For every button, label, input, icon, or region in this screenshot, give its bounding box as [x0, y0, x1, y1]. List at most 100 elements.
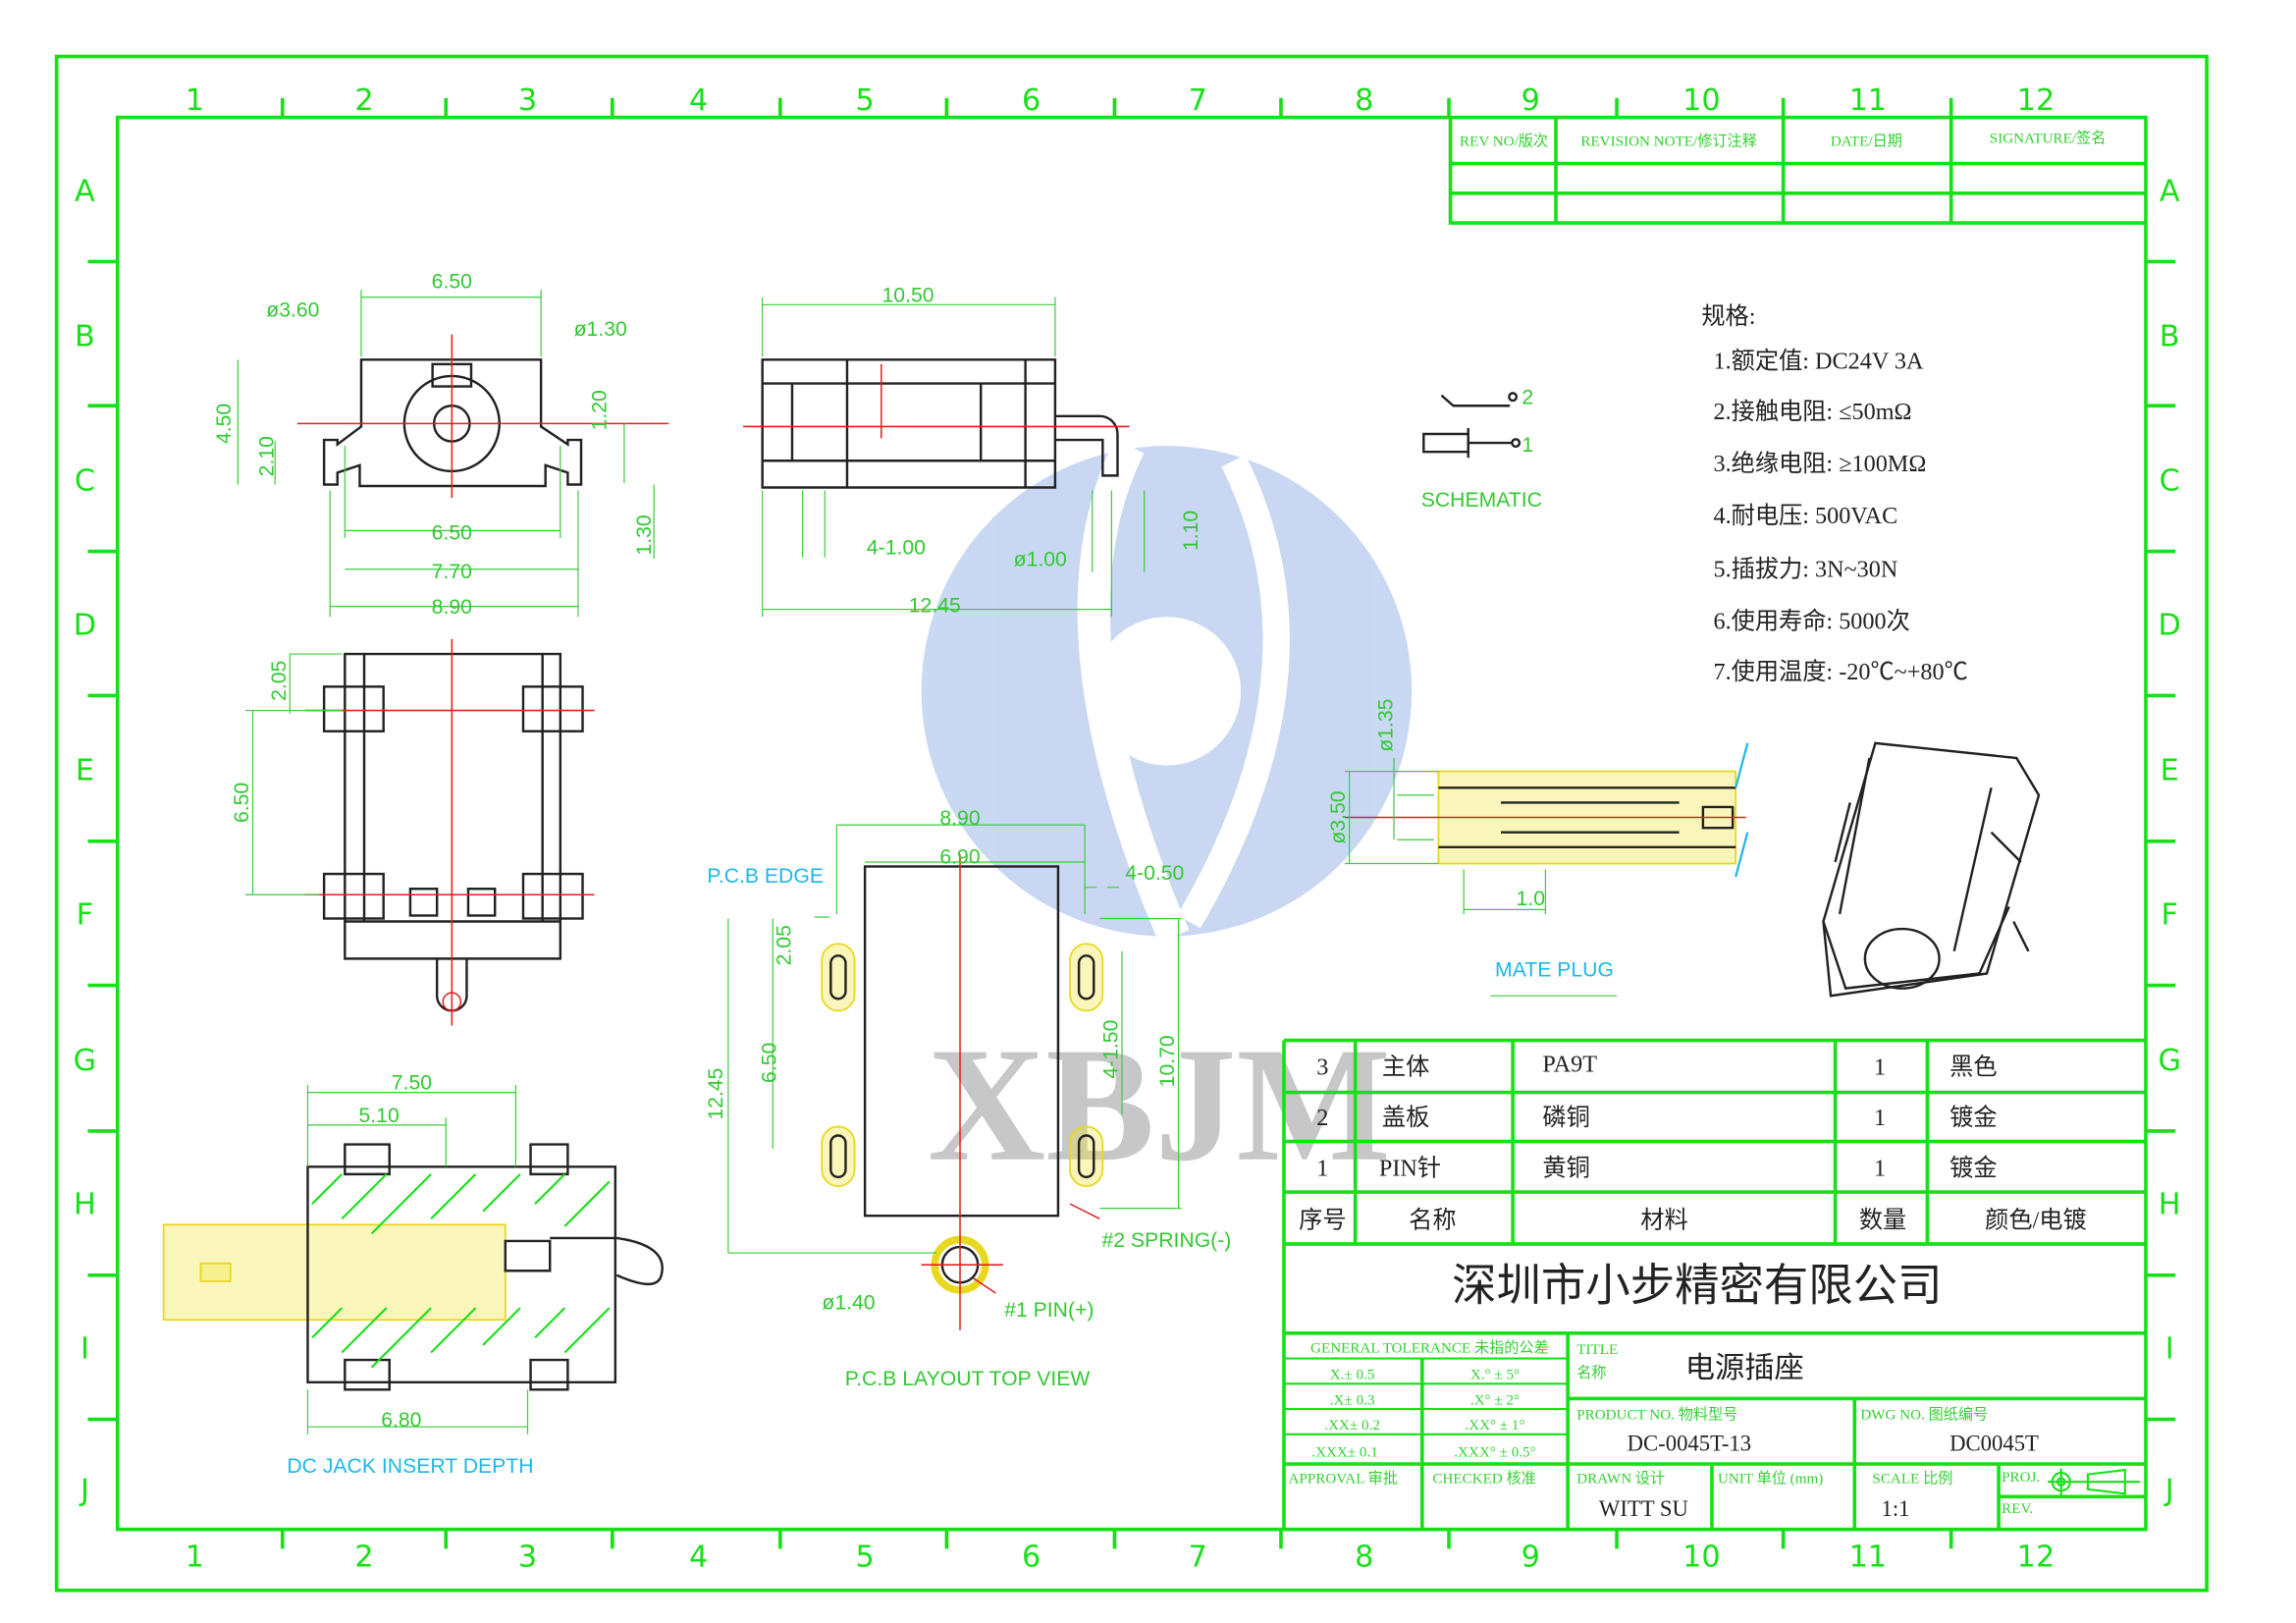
col-label: 7 [1189, 1540, 1207, 1574]
dim-label: ø1.35 [1375, 699, 1398, 752]
unit-label: UNIT 单位 (mm) [1718, 1471, 1823, 1488]
row-label: G [2158, 1044, 2180, 1078]
col-label: 2 [354, 83, 373, 118]
row-label: J [2163, 1473, 2174, 1507]
col-label: 8 [1355, 83, 1373, 118]
row-label: J [79, 1473, 89, 1507]
dim-label: 2.05 [773, 925, 795, 965]
checked-label: CHECKED 核准 [1432, 1471, 1535, 1488]
insert-depth-view [162, 1085, 664, 1434]
dim-label: 4-1.50 [1099, 1020, 1122, 1079]
dim-label: 5.10 [359, 1105, 400, 1127]
dim-label: ø1.00 [1014, 549, 1067, 571]
col-label: 6 [1022, 1540, 1041, 1574]
border-ticks [87, 97, 2176, 1549]
spec-item: 7.使用温度: -20℃~+80℃ [1713, 659, 1967, 685]
dim-label: 6.50 [758, 1043, 780, 1083]
bom-name: PIN针 [1379, 1155, 1441, 1181]
inner-border [115, 115, 2148, 1532]
row-label: A [75, 174, 95, 208]
dim-label: 6.50 [231, 783, 253, 823]
dwg-no-label: DWG NO. 图纸编号 [1860, 1407, 1988, 1424]
schematic: 2 1 SCHEMATIC [1421, 387, 1542, 512]
dim-label: 6.80 [381, 1409, 421, 1432]
tolerance-linear: .X± 0.3 [1330, 1392, 1375, 1408]
col-label: 6 [1022, 83, 1041, 118]
schematic-pin-1: 1 [1522, 434, 1533, 457]
watermark-logo [921, 438, 1413, 944]
bom-header: 数量 [1859, 1207, 1906, 1233]
spec-item: 1.额定值: DC24V 3A [1713, 348, 1924, 374]
dim-label: 6.50 [432, 521, 472, 544]
row-label: D [74, 608, 96, 642]
bom-no: 1 [1316, 1155, 1328, 1181]
scale-value: 1:1 [1882, 1496, 1910, 1521]
proj-label: PROJ. [2002, 1470, 2040, 1486]
col-label: 12 [2017, 83, 2056, 118]
dim-label: ø3.50 [1327, 790, 1350, 843]
col-label: 7 [1189, 83, 1207, 118]
spec-title: 规格: [1701, 303, 1755, 330]
rev-header: REV NO/版次 [1460, 133, 1548, 149]
bom-header: 颜色/电镀 [1985, 1207, 2087, 1233]
row-label: E [2161, 754, 2179, 788]
isometric-view [1822, 741, 2041, 998]
col-label: 9 [1522, 83, 1540, 118]
bom-no: 2 [1316, 1105, 1328, 1131]
col-label: 5 [856, 1540, 875, 1574]
row-label: H [2159, 1188, 2181, 1222]
row-label: B [75, 320, 95, 354]
dim-label: 10.70 [1156, 1035, 1179, 1087]
col-label: 2 [354, 1540, 373, 1574]
col-label: 5 [856, 83, 875, 118]
row-labels-right: A B C D E F G H I J [2158, 174, 2180, 1507]
bom-material: PA9T [1542, 1051, 1597, 1077]
schematic-pin-2: 2 [1522, 387, 1533, 409]
dim-label: 8.90 [432, 596, 472, 619]
column-labels-top: 1 2 3 4 5 6 7 8 9 10 11 12 [186, 83, 2055, 118]
col-label: 12 [2017, 1540, 2056, 1574]
col-label: 11 [1849, 1540, 1888, 1574]
dim-label: 7.70 [432, 561, 472, 583]
company-name: 深圳市小步精密有限公司 [1452, 1262, 1942, 1311]
tolerance-linear: .XX± 0.2 [1324, 1418, 1380, 1434]
title-block: 深圳市小步精密有限公司 GENERAL TOLERANCE 未指的公差 X.± … [1284, 1262, 2146, 1530]
tolerance-angular: X.° ± 5° [1470, 1368, 1520, 1383]
dim-label: 2.10 [256, 436, 279, 476]
row-label: F [77, 898, 93, 933]
specifications: 规格: 1.额定值: DC24V 3A 2.接触电阻: ≤50mΩ 3.绝缘电阻… [1701, 303, 1967, 685]
product-no-label: PRODUCT NO. 物料型号 [1576, 1407, 1737, 1424]
col-label: 10 [1682, 1540, 1721, 1574]
scale-label: SCALE 比例 [1872, 1471, 1952, 1488]
title-label-cn: 名称 [1576, 1365, 1606, 1381]
col-label: 4 [689, 1540, 708, 1574]
row-label: I [80, 1332, 89, 1367]
row-label: C [2160, 464, 2180, 499]
dim-label: 10.50 [882, 284, 934, 306]
dimension-labels: ø3.60 6.50 ø1.30 4.50 2.10 1.20 6.50 7.7… [213, 271, 1614, 1478]
spec-item: 6.使用寿命: 5000次 [1713, 608, 1909, 634]
rev-label: REV. [2002, 1501, 2033, 1517]
row-label: I [2165, 1332, 2174, 1367]
title-label: TITLE [1576, 1342, 1618, 1358]
dim-label: 4-1.00 [867, 537, 926, 560]
approval-label: APPROVAL 审批 [1289, 1471, 1398, 1488]
row-label: B [2160, 320, 2180, 354]
projection-symbol-icon [2048, 1468, 2140, 1495]
row-labels-left: A B C D E F G H I J [74, 174, 96, 1507]
rev-header: DATE/日期 [1831, 133, 1902, 149]
drawn-label: DRAWN 设计 [1576, 1471, 1665, 1488]
mate-plug-label: MATE PLUG [1495, 959, 1614, 982]
bottom-view [244, 638, 595, 1026]
spec-item: 3.绝缘电阻: ≥100MΩ [1713, 451, 1926, 477]
insert-depth-label: DC JACK INSERT DEPTH [287, 1455, 533, 1478]
dim-label: 8.90 [939, 807, 980, 830]
bom-finish: 镀金 [1949, 1105, 1997, 1131]
revision-table: REV NO/版次 REVISION NOTE/修订注释 DATE/日期 SIG… [1448, 117, 2146, 225]
outer-border [54, 54, 2209, 1593]
tolerance-angular: .XXX° ± 0.5° [1454, 1444, 1535, 1460]
spec-item: 4.耐电压: 500VAC [1713, 503, 1897, 529]
row-label: H [74, 1188, 96, 1222]
bom-header: 序号 [1299, 1207, 1346, 1233]
